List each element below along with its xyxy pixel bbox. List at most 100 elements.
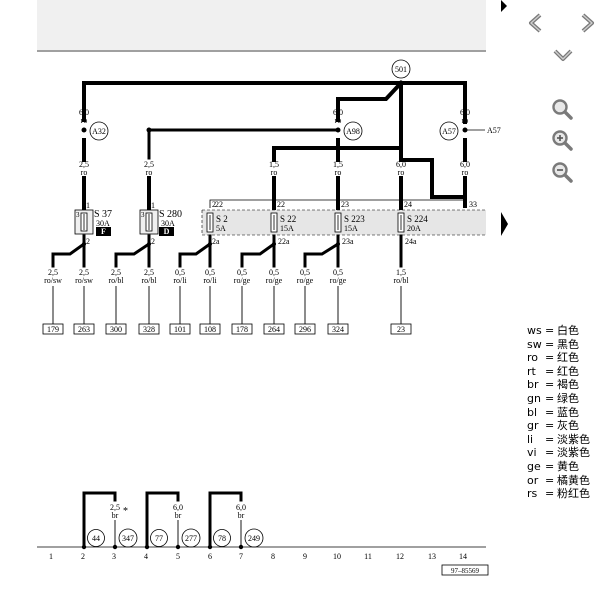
legend-code: vi xyxy=(527,446,537,460)
prev-page-button[interactable] xyxy=(523,10,549,36)
scroll-down-button[interactable] xyxy=(550,42,576,68)
svg-text:2,5: 2,5 xyxy=(79,160,89,169)
legend-row-ge: ge =黄色 xyxy=(527,460,599,474)
svg-text:13: 13 xyxy=(428,552,436,561)
svg-text:br: br xyxy=(112,511,119,520)
page-reference-label: 97–85569 xyxy=(451,567,480,575)
svg-text:ro: ro xyxy=(146,168,153,177)
column-scale: 1 2 3 4 5 6 7 8 9 10 11 12 13 14 xyxy=(49,552,467,561)
legend-code: gn xyxy=(527,391,541,405)
fuse-s37-name: S 37 xyxy=(94,209,112,220)
fuse-s224: 24 S 224 20A 24a xyxy=(397,200,428,246)
legend-code: rt xyxy=(527,364,536,378)
legend-row-rs: rs=粉红色 xyxy=(527,487,599,501)
legend-row-br: br=褐色 xyxy=(527,378,599,392)
page-marker-right xyxy=(501,212,508,236)
svg-text:2,5: 2,5 xyxy=(48,268,58,277)
legend-color-name: 黑色 xyxy=(557,337,579,351)
next-page-icon xyxy=(581,13,594,33)
legend-color-name: 红色 xyxy=(557,364,579,378)
svg-text:6,0: 6,0 xyxy=(173,503,183,512)
legend-equals: = xyxy=(545,391,555,405)
svg-text:ro: ro xyxy=(81,116,88,125)
legend-row-vi: vi=淡紫色 xyxy=(527,446,599,460)
svg-text:0,5: 0,5 xyxy=(237,268,247,277)
page-reference: 97–85569 xyxy=(441,564,489,576)
svg-text:ro: ro xyxy=(271,168,278,177)
legend-row-ro: ro=红色 xyxy=(527,351,599,365)
svg-text:1,5: 1,5 xyxy=(333,160,343,169)
zoom-out-icon xyxy=(552,162,573,183)
ref-box-179: 179 xyxy=(47,325,59,334)
legend-color-name: 红色 xyxy=(557,351,579,365)
zoom-out-button[interactable] xyxy=(549,159,575,185)
svg-text:1: 1 xyxy=(86,201,90,210)
ref-box-328: 328 xyxy=(143,325,155,334)
svg-text:1,5: 1,5 xyxy=(396,268,406,277)
ground-loop-labels: 2,5 br * 6,0 br 6,0 br xyxy=(110,503,246,520)
next-page-button[interactable] xyxy=(574,10,600,36)
strip-left-term: 2 xyxy=(212,200,216,209)
svg-text:22a: 22a xyxy=(278,237,290,246)
fuse-s223-name: S 223 xyxy=(344,214,365,224)
svg-text:2,5: 2,5 xyxy=(144,268,154,277)
ground-ref-347: 347 xyxy=(122,534,134,543)
top-bus-ref: 501 xyxy=(391,59,411,79)
zoom-in-button[interactable] xyxy=(549,127,575,153)
svg-text:12: 12 xyxy=(396,552,404,561)
ref-box-23: 23 xyxy=(397,325,405,334)
svg-text:ro/ge: ro/ge xyxy=(297,276,314,285)
legend-row-sw: sw=黑色 xyxy=(527,338,599,352)
svg-text:3: 3 xyxy=(141,211,145,219)
legend-color-name: 黄色 xyxy=(557,459,579,473)
previous-sheet-panel xyxy=(37,0,486,50)
svg-text:ro/li: ro/li xyxy=(203,276,217,285)
svg-text:23a: 23a xyxy=(342,237,354,246)
svg-text:ro: ro xyxy=(335,116,342,125)
ref-box-263: 263 xyxy=(78,325,90,334)
legend-code: ge xyxy=(527,459,541,473)
fuse-s37-badge: F xyxy=(101,227,106,236)
svg-text:8: 8 xyxy=(271,552,275,561)
svg-text:10: 10 xyxy=(333,552,341,561)
svg-text:1: 1 xyxy=(151,201,155,210)
svg-text:15A: 15A xyxy=(344,224,358,233)
legend-code: ws xyxy=(527,324,542,337)
ref-box-178: 178 xyxy=(236,325,248,334)
svg-text:ro: ro xyxy=(335,168,342,177)
svg-text:22: 22 xyxy=(277,200,285,209)
svg-text:ro: ro xyxy=(398,168,405,177)
magnifier-button[interactable] xyxy=(549,96,575,122)
legend-code: br xyxy=(527,378,539,392)
svg-text:2: 2 xyxy=(81,552,85,561)
svg-text:ro/bl: ro/bl xyxy=(141,276,157,285)
ext-a57: A57 xyxy=(487,126,501,135)
ground-ref-77: 77 xyxy=(155,534,163,543)
svg-text:0,5: 0,5 xyxy=(300,268,310,277)
svg-text:ro/ge: ro/ge xyxy=(266,276,283,285)
legend-row-bl: bl=蓝色 xyxy=(527,406,599,420)
ground-loops xyxy=(82,491,243,549)
legend-equals: = xyxy=(545,459,555,473)
legend-color-name: 灰色 xyxy=(557,419,579,433)
ref-box-300: 300 xyxy=(110,325,122,334)
svg-text:23: 23 xyxy=(341,200,349,209)
legend-code: li xyxy=(527,432,534,446)
fuse-s37: 3 1 2 S 37 30A F xyxy=(74,201,112,246)
legend-row-li: li=淡紫色 xyxy=(527,433,599,447)
svg-text:ro: ro xyxy=(462,168,469,177)
svg-text:ro: ro xyxy=(81,168,88,177)
svg-text:ro/sw: ro/sw xyxy=(75,276,93,285)
feed-label-mid: 6,0 ro A98 xyxy=(333,108,363,141)
fuse-s223: 23 S 223 15A 23a xyxy=(334,200,365,246)
svg-text:4: 4 xyxy=(144,552,148,561)
legend-row-gr: gr=灰色 xyxy=(527,419,599,433)
fuse-s2-name: S 2 xyxy=(216,214,228,224)
svg-text:1,5: 1,5 xyxy=(269,160,279,169)
ground-note-star: * xyxy=(123,506,128,517)
legend-color-name: 淡紫色 xyxy=(557,432,590,446)
ground-ref-44: 44 xyxy=(92,534,100,543)
legend-code: gr xyxy=(527,419,539,433)
prev-page-icon xyxy=(529,13,542,33)
